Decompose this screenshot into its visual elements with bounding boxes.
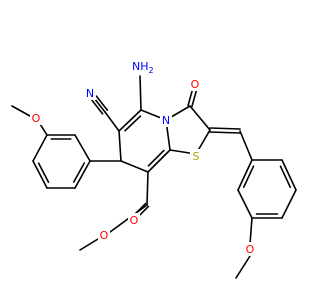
bond-nitrile-c: [90, 99, 104, 115]
bond-right-ring-1: [237, 189, 253, 219]
nitrile-nitrogen-label: N: [86, 87, 94, 100]
ring-nitrogen-label: N: [162, 114, 170, 127]
sulfur-label: S: [193, 150, 200, 163]
ketone-oxygen: O: [189, 77, 201, 91]
bond-right-o-ch3: [235, 255, 251, 279]
sulfur-atom: S: [190, 149, 202, 163]
bond-left-c-o: [39, 123, 48, 136]
bond-ester-o-ch3: [79, 238, 99, 251]
bond-c6-c5-inner: [124, 115, 142, 132]
methoxy-right-oxygen-label: O: [246, 243, 255, 256]
bond-exocyclic-a: [209, 131, 241, 134]
bond-nitrile-a: [93, 97, 106, 113]
bond-c6-cn: [104, 111, 120, 132]
bond-left-ring-5-inner: [72, 162, 86, 183]
ester-ether-oxygen: O: [98, 228, 110, 242]
bond-left-ring-2: [32, 134, 48, 162]
methoxy-right-oxygen: O: [244, 242, 256, 256]
bond-c8a-c8-inner: [147, 149, 165, 167]
bond-left-ring-3-inner: [37, 162, 50, 183]
amine-group: NH2: [128, 59, 154, 75]
bond-exocyclic-b: [209, 127, 241, 130]
bond-c6-c5: [118, 109, 142, 132]
bond-left-ring-5: [74, 160, 91, 189]
amine-label: NH2: [132, 60, 154, 75]
atom-labels: N S N NH2 O O O: [30, 59, 256, 256]
bond-right-ring-0-inner: [242, 165, 255, 188]
bond-c8-ester: [146, 171, 149, 206]
bond-ch-aryl: [239, 130, 253, 161]
ester-carbonyl-oxygen-label: O: [130, 214, 139, 227]
bond-left-ring-0: [74, 134, 91, 162]
ester-ether-oxygen-label: O: [100, 229, 109, 242]
bond-right-c-o: [249, 217, 253, 245]
bond-c8a-c8: [147, 149, 171, 173]
bond-left-o-ch3: [11, 105, 31, 117]
molecule-diagram: N S N NH2 O O O: [11, 59, 297, 279]
bond-ketone-a: [191, 87, 198, 108]
bond-right-ring-4: [281, 159, 297, 191]
bond-c7-c6: [118, 130, 122, 162]
bond-c5-nh2: [139, 75, 142, 111]
ketone-oxygen-label: O: [191, 78, 200, 91]
ester-carbonyl-oxygen: O: [128, 213, 140, 227]
methoxy-left-oxygen-label: O: [32, 112, 41, 125]
bond-c3-c2: [189, 105, 211, 131]
bond-left-ring-3: [32, 160, 48, 189]
bond-right-ring-3: [281, 189, 297, 219]
bond-nitrile-b: [95, 95, 109, 111]
bond-right-ring-4-inner: [279, 165, 292, 188]
nitrile-nitrogen: N: [84, 86, 96, 100]
methoxy-left-oxygen: O: [30, 111, 42, 125]
ring-nitrogen: N: [160, 113, 172, 127]
bond-right-ring-0: [237, 159, 253, 191]
bond-c8-c7: [120, 160, 149, 173]
